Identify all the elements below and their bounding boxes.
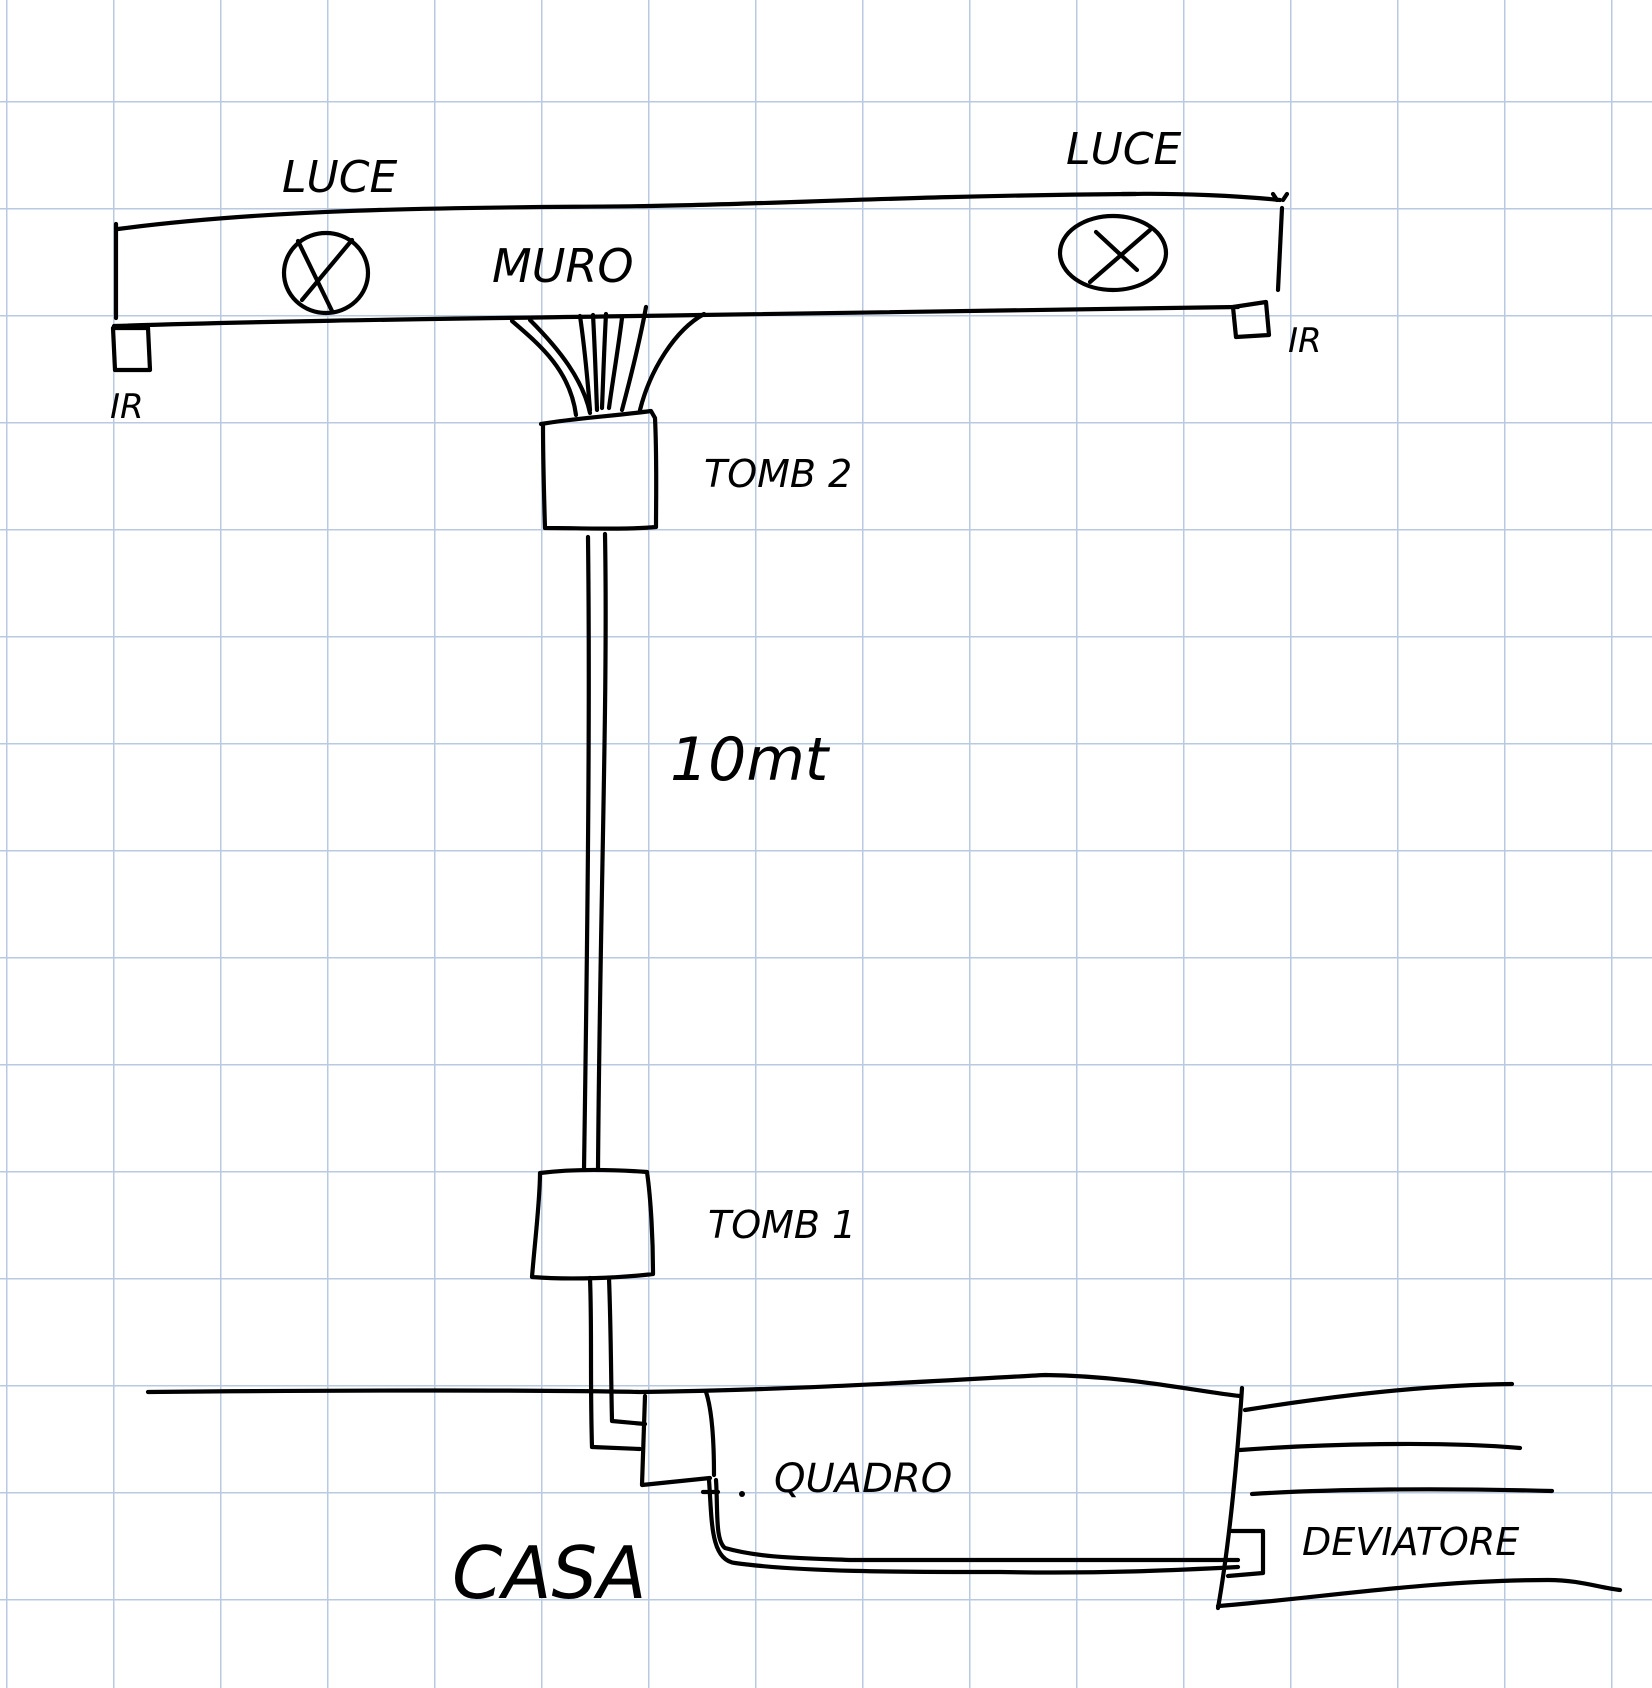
light-right-circle: [1057, 213, 1169, 293]
house-right-edge: [1215, 1385, 1245, 1611]
house-right-side: [1215, 1381, 1623, 1611]
label-house: CASA: [452, 1531, 646, 1615]
label-ir-right: IR: [1288, 321, 1322, 361]
wall-top-edge: [115, 191, 1283, 232]
label-panel: QUADRO: [774, 1456, 952, 1502]
light-right-symbol: [1057, 213, 1169, 293]
wall-corner-mark: [1270, 191, 1290, 203]
label-pit-1: TOMB 1: [708, 1203, 856, 1247]
outside-line-3: [1249, 1487, 1555, 1497]
outside-line-4: [1215, 1577, 1623, 1609]
wall-bottom-edge: [111, 304, 1241, 329]
cable-to-switch: [706, 1477, 1241, 1575]
label-ir-left: IR: [110, 387, 144, 427]
wall-right-edge: [1275, 205, 1285, 293]
outside-line-2: [1237, 1441, 1523, 1453]
light-right-cross: [1087, 227, 1153, 285]
pit-2-box: [538, 408, 659, 531]
wire-bundle: [509, 304, 707, 418]
switch-box: [1225, 1528, 1266, 1579]
cable-10mt: [581, 531, 608, 1173]
house-top-edge: [145, 1372, 1243, 1399]
light-left-cross: [295, 237, 355, 314]
cable-to-panel: [587, 1275, 648, 1452]
ir-left-sensor: [110, 325, 153, 373]
wall-outline: [111, 191, 1290, 329]
label-light-left: LUCE: [282, 152, 397, 203]
light-left-circle: [281, 230, 371, 316]
outside-line-1: [1242, 1381, 1515, 1413]
panel-dot: [739, 1491, 745, 1497]
panel-box: [639, 1389, 721, 1495]
label-cable-length: 10mt: [670, 725, 831, 795]
pit-1-box: [529, 1167, 656, 1281]
label-pit-2: TOMB 2: [704, 452, 852, 496]
label-wall: MURO: [492, 239, 634, 293]
label-light-right: LUCE: [1066, 124, 1181, 175]
ir-right-sensor: [1230, 299, 1272, 340]
label-switch: DEVIATORE: [1302, 1520, 1519, 1564]
light-left-symbol: [281, 230, 371, 316]
